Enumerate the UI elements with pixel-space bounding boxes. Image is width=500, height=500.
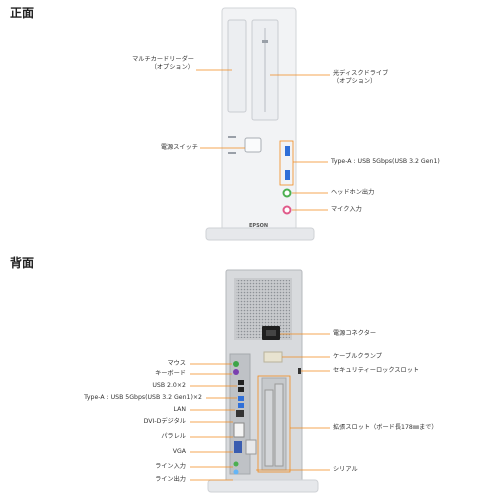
brand-logo: EPSON [249,223,269,229]
mic-jack [282,205,292,215]
front-usb-port [285,170,290,180]
card-reader-label-1: マルチカードリーダー [132,56,194,63]
optical-drive-label-1: 光ディスクドライブ [333,70,389,77]
back-pc [207,269,319,493]
front-leader-lines [196,69,330,211]
serial-label: シリアル [333,466,358,473]
usb2-label: USB 2.0×2 [152,382,186,389]
front-pc [205,7,315,241]
power-switch-label: 電源スイッチ [160,144,198,151]
front-section-title: 正面 [10,6,35,20]
mouse-label: マウス [167,360,186,367]
vga-label: VGA [172,448,186,455]
lan-label: LAN [173,406,186,413]
power-connector-label: 電源コネクター [333,330,377,337]
back-section-title: 背面 [10,256,35,270]
headphone-label: ヘッドホン出力 [331,189,375,196]
dvid-label: DVI-Dデジタル [143,418,186,425]
parallel-label: パラレル [161,433,186,440]
expansion-slot-label: 拡張スロット（ボード長178㎜まで） [333,424,438,431]
security-slot-label: セキュリティーロックスロット [333,367,420,374]
cable-clamp-label: ケーブルクランプ [333,353,382,360]
back-leader-lines [190,333,330,481]
front-usb-label: Type-A : USB 5Gbps(USB 3.2 Gen1) [331,158,440,165]
mic-label: マイク入力 [331,206,362,213]
front-usb-port [285,146,290,156]
keyboard-label: キーボード [155,370,186,377]
card-reader-label-2: （オプション） [150,64,194,71]
line-out-label: ライン出力 [155,476,186,483]
back-usb3-label: Type-A : USB 5Gbps(USB 3.2 Gen1)×2 [84,394,202,401]
optical-drive-label-2: （オプション） [333,78,377,85]
line-in-label: ライン入力 [155,463,186,470]
headphone-jack [282,188,292,198]
